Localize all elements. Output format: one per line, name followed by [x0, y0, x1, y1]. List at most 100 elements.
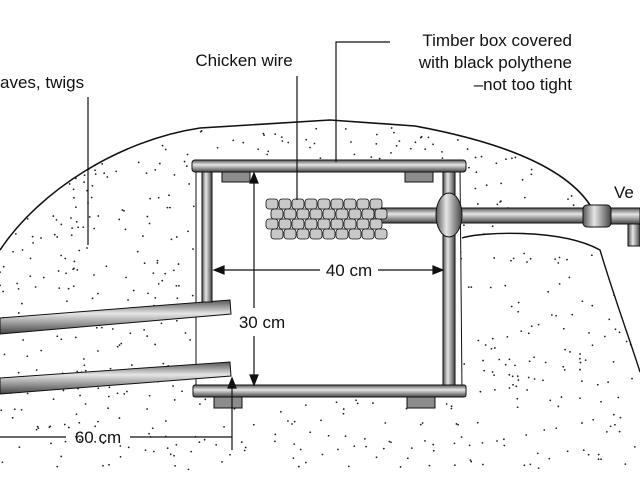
stipple-dot: [21, 249, 24, 251]
stipple-dot: [93, 227, 96, 230]
stipple-dot: [353, 445, 356, 448]
stipple-dot: [79, 115, 81, 117]
stipple-dot: [597, 458, 600, 461]
stipple-dot: [579, 353, 581, 355]
stipple-dot: [187, 230, 189, 233]
stipple-dot: [97, 292, 99, 295]
stipple-dot: [44, 167, 47, 170]
stipple-dot: [175, 236, 178, 238]
pipe-length-label: 60 cm: [75, 428, 121, 447]
stipple-dot: [146, 215, 149, 218]
stipple-dot: [175, 284, 178, 287]
stipple-dot: [35, 428, 38, 431]
stipple-dot: [485, 184, 488, 187]
stipple-dot: [504, 284, 507, 287]
stipple-dot: [85, 114, 87, 116]
stipple-dot: [157, 282, 160, 285]
stipple-dot: [493, 374, 495, 377]
stipple-dot: [279, 410, 282, 413]
timber-box-label-1: Timber box covered: [422, 31, 572, 50]
stipple-dot: [571, 313, 574, 316]
stipple-dot: [68, 165, 70, 168]
stipple-dot: [152, 272, 155, 275]
stipple-dot: [0, 271, 1, 274]
stipple-dot: [633, 445, 636, 448]
stipple-dot: [103, 143, 106, 146]
stipple-dot: [475, 171, 478, 174]
stipple-dot: [520, 330, 523, 333]
stipple-dot: [198, 441, 201, 444]
stipple-dot: [118, 417, 121, 419]
stipple-dot: [474, 156, 477, 159]
stipple-dot: [17, 288, 20, 290]
stipple-dot: [145, 172, 148, 175]
stipple-dot: [491, 225, 494, 228]
stipple-dot: [614, 270, 617, 273]
stipple-dot: [161, 279, 164, 282]
stipple-dot: [267, 150, 270, 153]
chicken-wire-cell: [335, 208, 349, 220]
stipple-dot: [347, 465, 350, 468]
stipple-dot: [543, 120, 546, 122]
chicken-wire-cell: [361, 228, 375, 240]
stipple-dot: [287, 141, 290, 144]
stipple-dot: [567, 233, 570, 235]
stipple-dot: [80, 113, 82, 115]
stipple-dot: [355, 399, 358, 402]
stipple-dot: [299, 448, 302, 451]
stipple-dot: [503, 444, 506, 447]
stipple-dot: [601, 163, 604, 166]
stipple-dot: [93, 274, 95, 276]
stipple-dot: [635, 120, 638, 122]
chicken-wire-cell: [265, 198, 279, 210]
stipple-dot: [123, 209, 125, 212]
stipple-dot: [554, 258, 557, 261]
chicken-wire-cell: [283, 228, 297, 240]
stipple-dot: [414, 141, 417, 144]
stipple-dot: [468, 166, 470, 169]
stipple-dot: [615, 146, 617, 149]
stipple-dot: [154, 343, 157, 346]
stipple-dot: [517, 301, 520, 304]
stipple-dot: [537, 467, 540, 470]
stipple-dot: [125, 276, 127, 279]
chicken-wire-cell: [374, 208, 388, 220]
stipple-dot: [148, 394, 151, 397]
stipple-dot: [108, 463, 110, 466]
stipple-dot: [56, 335, 59, 338]
stipple-dot: [210, 120, 213, 121]
stipple-dot: [50, 442, 52, 445]
stipple-dot: [185, 165, 188, 168]
stipple-dot: [287, 420, 289, 422]
stipple-dot: [173, 454, 175, 457]
stipple-dot: [148, 432, 150, 435]
stipple-dot: [149, 197, 152, 200]
stipple-dot: [178, 284, 180, 287]
chicken-wire-cell: [283, 208, 297, 220]
stipple-dot: [603, 251, 606, 254]
stipple-dot: [83, 358, 85, 360]
stipple-dot: [605, 430, 608, 433]
stipple-dot: [597, 453, 600, 456]
stipple-dot: [337, 448, 339, 451]
stipple-dot: [450, 407, 453, 410]
stipple-dot: [189, 338, 192, 341]
stipple-dot: [512, 383, 514, 386]
stipple-dot: [549, 399, 552, 402]
stipple-dot: [619, 165, 621, 168]
stipple-dot: [23, 121, 25, 124]
stipple-dot: [489, 139, 492, 142]
stipple-dot: [39, 149, 42, 152]
stipple-dot: [533, 356, 536, 359]
stipple-dot: [73, 267, 75, 270]
chicken-wire-cell: [322, 208, 336, 220]
stipple-dot: [594, 191, 597, 194]
stipple-dot: [60, 338, 63, 341]
stipple-dot: [365, 445, 368, 448]
stipple-dot: [562, 327, 565, 330]
stipple-dot: [232, 139, 235, 142]
stipple-dot: [581, 422, 583, 424]
stipple-dot: [37, 427, 40, 430]
stipple-dot: [547, 290, 550, 293]
stipple-dot: [516, 375, 519, 378]
